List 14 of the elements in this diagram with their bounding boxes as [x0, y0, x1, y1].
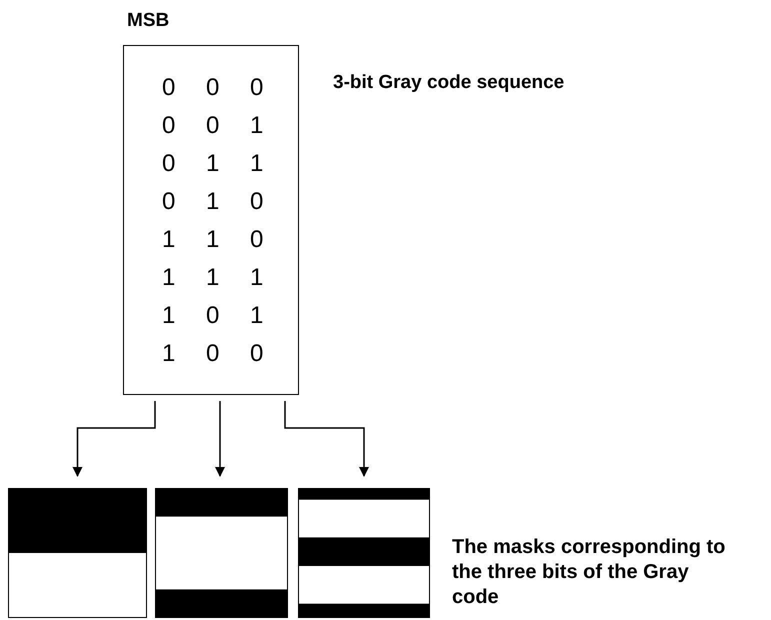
code-row: 1 1 0 — [162, 226, 264, 254]
code-row: 1 1 1 — [162, 264, 264, 292]
arrow — [72, 401, 156, 477]
code-row: 0 1 1 — [162, 150, 264, 178]
masks-caption: The masks corresponding to the three bits of the Gray code — [452, 535, 726, 610]
code-row: 0 0 0 — [162, 74, 264, 102]
code-row: 1 0 0 — [162, 340, 264, 368]
msb-label: MSB — [127, 10, 170, 32]
code-row: 1 0 1 — [162, 302, 264, 330]
code-row: 0 0 1 — [162, 112, 264, 140]
arrow — [284, 401, 369, 477]
code-row: 0 1 0 — [162, 188, 264, 216]
sequence-caption: 3-bit Gray code sequence — [333, 72, 564, 94]
arrow — [215, 401, 225, 477]
